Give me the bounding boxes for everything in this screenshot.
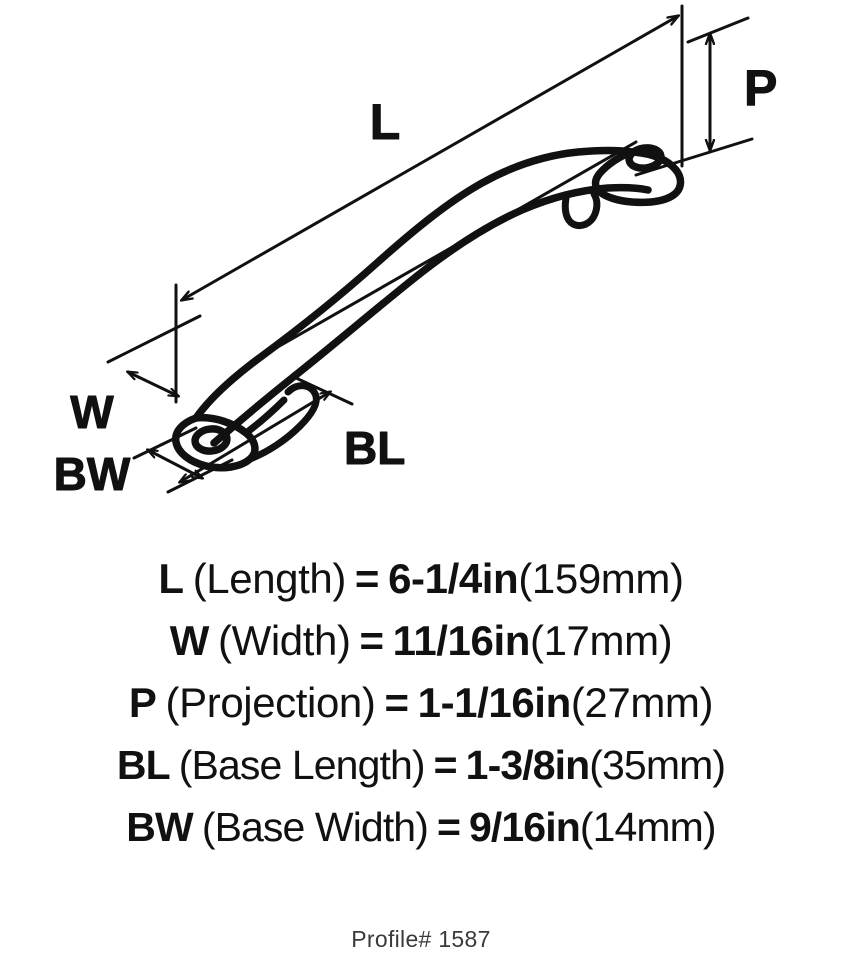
spec-row-length: L(Length)=6-1/4in(159mm) bbox=[0, 548, 842, 610]
spec-symbol: P bbox=[128, 679, 157, 726]
spec-value-inches: 11/16in bbox=[392, 617, 531, 664]
spec-description: (Base Length) bbox=[178, 742, 426, 788]
spec-row-base-width: BW(Base Width)=9/16in(14mm) bbox=[0, 796, 842, 858]
spec-symbol: BW bbox=[126, 804, 193, 850]
spec-equals: = bbox=[354, 555, 380, 602]
spec-value-inches: 1-1/16in bbox=[417, 679, 572, 726]
label-projection: P bbox=[744, 60, 777, 116]
spec-equals: = bbox=[433, 742, 458, 788]
spec-value-inches: 6-1/4in bbox=[388, 555, 519, 602]
label-base-width: BW bbox=[54, 448, 131, 500]
profile-number: Profile# 1587 bbox=[351, 926, 491, 952]
handle-drawing: L P W bbox=[53, 4, 778, 501]
spec-value-mm: (159mm) bbox=[518, 555, 684, 602]
spec-value-mm: (27mm) bbox=[570, 679, 714, 726]
dimension-line-width bbox=[106, 314, 202, 396]
spec-value-mm: (17mm) bbox=[529, 617, 673, 664]
label-length: L bbox=[370, 94, 401, 150]
spec-symbol: L bbox=[158, 555, 184, 602]
label-width: W bbox=[70, 386, 114, 438]
spec-equals: = bbox=[436, 804, 461, 850]
spec-description: (Length) bbox=[192, 555, 347, 602]
dimension-line-base-length bbox=[180, 376, 354, 482]
spec-value-inches: 9/16in bbox=[469, 804, 581, 850]
label-base-length: BL bbox=[344, 422, 405, 474]
handle-outline bbox=[192, 146, 652, 447]
spec-value-mm: (14mm) bbox=[579, 804, 717, 850]
handle-right-foot bbox=[561, 190, 601, 230]
spec-symbol: W bbox=[169, 617, 210, 664]
spec-value-inches: 1-3/8in bbox=[465, 742, 590, 788]
spec-symbol: BL bbox=[116, 742, 171, 788]
dimension-diagram: L P W bbox=[53, 4, 778, 501]
dimension-line-projection bbox=[634, 16, 754, 177]
spec-description: (Width) bbox=[218, 617, 351, 664]
spec-description: (Projection) bbox=[165, 679, 376, 726]
spec-row-base-length: BL(Base Length)=1-3/8in(35mm) bbox=[0, 734, 842, 796]
specification-list: L(Length)=6-1/4in(159mm) W(Width)=11/16i… bbox=[0, 548, 842, 858]
spec-row-width: W(Width)=11/16in(17mm) bbox=[0, 610, 842, 672]
spec-value-mm: (35mm) bbox=[589, 742, 726, 788]
spec-equals: = bbox=[384, 679, 409, 726]
dimension-line-length bbox=[174, 4, 684, 404]
spec-equals: = bbox=[359, 617, 385, 664]
spec-description: (Base Width) bbox=[201, 804, 429, 850]
spec-row-projection: P(Projection)=1-1/16in(27mm) bbox=[0, 672, 842, 734]
